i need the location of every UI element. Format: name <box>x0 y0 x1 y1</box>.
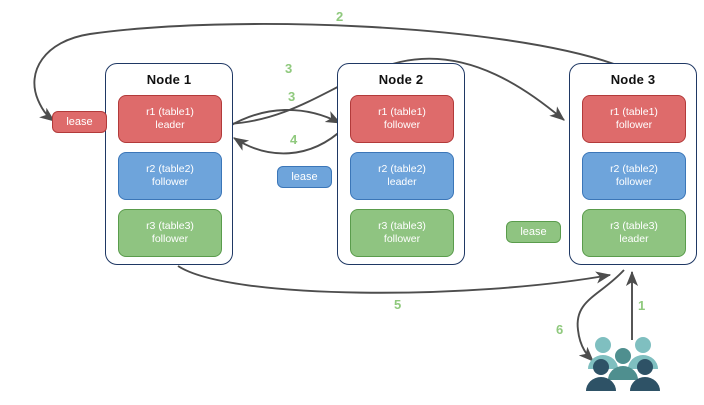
lease-blue-label: lease <box>291 171 318 183</box>
node-3-replica-r2[interactable]: r2 (table2) follower <box>582 152 686 200</box>
step-label-1: 1 <box>638 298 646 313</box>
node-2-replica-r3-line1: r3 (table3) <box>378 220 426 232</box>
lease-green-label: lease <box>520 226 547 238</box>
node-3-replica-r3[interactable]: r3 (table3) leader <box>582 209 686 257</box>
node-2-title: Node 2 <box>378 72 424 87</box>
step-label-6: 6 <box>556 322 564 337</box>
node-1-replica-r3-line2: follower <box>151 233 189 245</box>
node-2-replica-r2-line1: r2 (table2) <box>378 163 426 175</box>
node-3-replica-r1-line2: follower <box>615 119 653 131</box>
node-1-replica-r3-line1: r3 (table3) <box>146 220 194 232</box>
node-1-replica-r2-line1: r2 (table2) <box>146 163 194 175</box>
node-3-replica-r2-line1: r2 (table2) <box>610 163 658 175</box>
node-3[interactable]: Node 3 r1 (table1) follower r2 (table2) … <box>569 63 697 265</box>
node-1-title: Node 1 <box>146 72 192 87</box>
node-3-title: Node 3 <box>610 72 656 87</box>
node-2-replica-r2[interactable]: r2 (table2) leader <box>350 152 454 200</box>
node-1-replica-r2[interactable]: r2 (table2) follower <box>118 152 222 200</box>
lease-red-label: lease <box>66 116 93 128</box>
node-2-replica-r1[interactable]: r1 (table1) follower <box>350 95 454 143</box>
node-3-replica-r3-line2: leader <box>619 233 649 245</box>
step-label-5: 5 <box>394 297 402 312</box>
node-2-replica-r1-line2: follower <box>383 119 421 131</box>
lease-blue[interactable]: lease <box>277 166 332 188</box>
step-label-3a: 3 <box>285 61 293 76</box>
node-1[interactable]: Node 1 r1 (table1) leader r2 (table2) fo… <box>105 63 233 265</box>
node-2-replica-r3-line2: follower <box>383 233 421 245</box>
node-1-replica-r1-line2: leader <box>155 119 185 131</box>
node-3-replica-r3-line1: r3 (table3) <box>610 220 658 232</box>
node-3-replica-r2-line2: follower <box>615 176 653 188</box>
node-1-replica-r3[interactable]: r3 (table3) follower <box>118 209 222 257</box>
node-2-replica-r2-line2: leader <box>387 176 417 188</box>
node-2[interactable]: Node 2 r1 (table1) follower r2 (table2) … <box>337 63 465 265</box>
arrow-step-5 <box>177 265 612 294</box>
lease-green[interactable]: lease <box>506 221 561 243</box>
node-3-replica-r1[interactable]: r1 (table1) follower <box>582 95 686 143</box>
node-1-replica-r1-line1: r1 (table1) <box>146 106 194 118</box>
node-2-replica-r1-line1: r1 (table1) <box>378 106 426 118</box>
step-label-4: 4 <box>290 132 298 147</box>
arrow-step-3-short <box>227 109 342 128</box>
node-3-replica-r1-line1: r1 (table1) <box>610 106 658 118</box>
step-label-2: 2 <box>336 9 344 24</box>
step-label-3b: 3 <box>288 89 296 104</box>
users-icon <box>586 337 660 391</box>
arrow-step-4 <box>233 127 345 155</box>
node-2-replica-r3[interactable]: r3 (table3) follower <box>350 209 454 257</box>
node-1-replica-r2-line2: follower <box>151 176 189 188</box>
lease-red[interactable]: lease <box>52 111 107 133</box>
node-1-replica-r1[interactable]: r1 (table1) leader <box>118 95 222 143</box>
